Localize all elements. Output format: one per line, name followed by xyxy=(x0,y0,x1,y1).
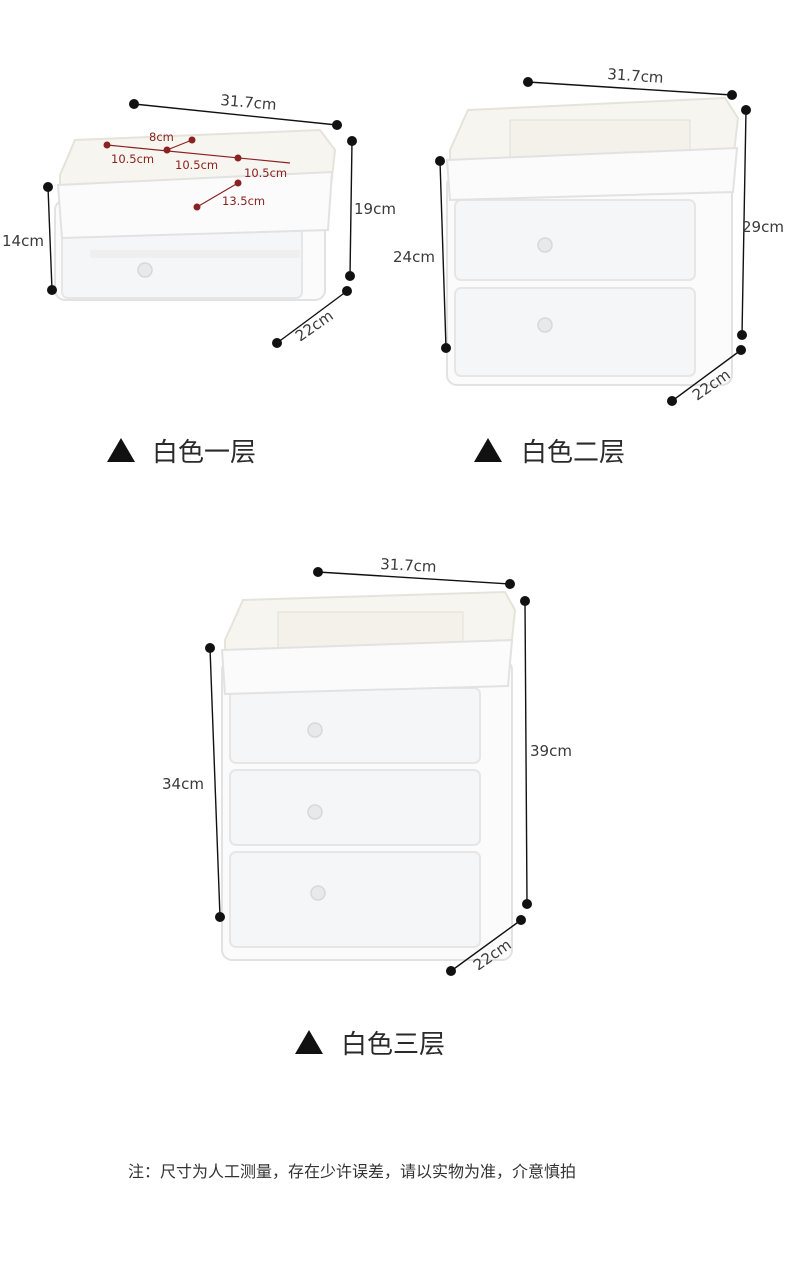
caption-label: 白色一层 xyxy=(152,438,256,468)
drawer-knob xyxy=(307,804,323,820)
drawer-knob xyxy=(137,262,153,278)
back-height-label: 29cm xyxy=(742,218,784,236)
width-dimension: 31.7cm xyxy=(129,91,342,130)
drawer-knob xyxy=(307,722,323,738)
drawer xyxy=(61,227,303,299)
width-dimension: 31.7cm xyxy=(523,65,737,100)
product-one-layer: 8cm 10.5cm 10.5cm 10.5cm 13.5cm 31.7cm 1… xyxy=(2,91,396,468)
drawer-knob xyxy=(537,237,553,253)
drawer-upper xyxy=(454,199,696,281)
compartment-c-label: 10.5cm xyxy=(175,158,218,172)
width-label: 31.7cm xyxy=(607,65,664,87)
width-label: 31.7cm xyxy=(220,91,278,114)
back-height-label: 19cm xyxy=(354,200,396,218)
width-dimension: 31.7cm xyxy=(313,555,515,589)
compartment-a-label: 8cm xyxy=(149,130,174,144)
drawer-middle xyxy=(229,769,481,846)
tray-rim xyxy=(220,638,514,696)
drawer-lower xyxy=(454,287,696,377)
product-three-layer: 31.7cm 39cm 34cm 22cm 白色三层 xyxy=(162,555,572,1060)
drawer-knob xyxy=(310,885,326,901)
back-height-dimension: 39cm xyxy=(520,596,572,909)
front-height-dimension: 34cm xyxy=(162,643,225,922)
caption-one-layer: 白色一层 xyxy=(107,438,256,468)
triangle-icon xyxy=(474,438,502,462)
caption-three-layer: 白色三层 xyxy=(295,1030,445,1060)
drawer-bottom xyxy=(229,851,481,948)
disclaimer-note: 注：尺寸为人工测量，存在少许误差，请以实物为准，介意慎拍 xyxy=(128,1162,576,1181)
compartment-d-label: 10.5cm xyxy=(244,166,287,180)
width-label: 31.7cm xyxy=(380,555,437,576)
triangle-icon xyxy=(295,1030,323,1054)
tray-rim xyxy=(445,146,739,202)
drawer-knob xyxy=(537,317,553,333)
front-height-dimension: 24cm xyxy=(393,156,451,353)
caption-two-layer: 白色二层 xyxy=(474,438,625,468)
back-height-dimension: 19cm xyxy=(345,136,396,281)
depth-label: 22cm xyxy=(292,306,337,345)
drawer-top xyxy=(229,687,481,764)
compartment-b-label: 10.5cm xyxy=(111,152,154,166)
front-height-label: 24cm xyxy=(393,248,435,266)
back-height-label: 39cm xyxy=(530,742,572,760)
triangle-icon xyxy=(107,438,135,462)
product-two-layer: 31.7cm 29cm 24cm 22cm 白色二层 xyxy=(393,65,784,468)
compartment-dimensions: 8cm 10.5cm 10.5cm 10.5cm 13.5cm xyxy=(103,130,291,211)
back-height-dimension: 29cm xyxy=(737,105,784,340)
compartment-e-label: 13.5cm xyxy=(222,194,265,208)
front-height-label: 34cm xyxy=(162,775,204,793)
caption-label: 白色三层 xyxy=(341,1030,445,1060)
front-height-dimension: 14cm xyxy=(2,182,57,295)
front-height-label: 14cm xyxy=(2,232,44,250)
caption-label: 白色二层 xyxy=(521,438,625,468)
drawer-shelf xyxy=(90,250,300,258)
